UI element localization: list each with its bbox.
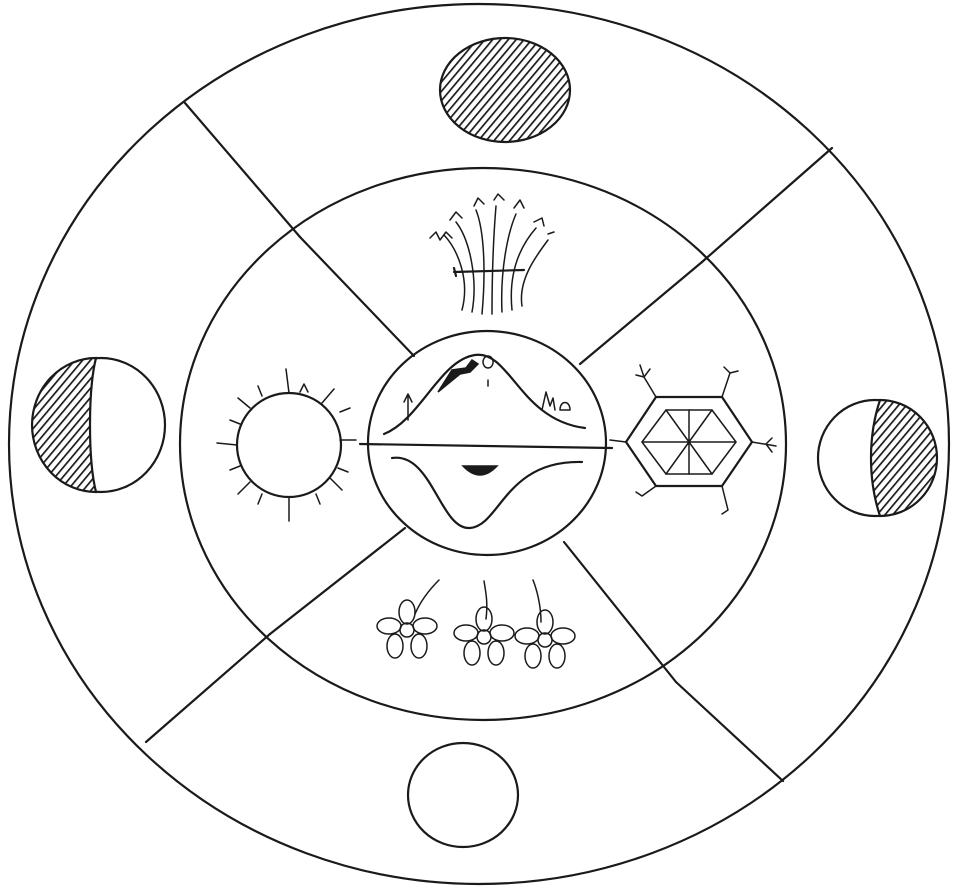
last-quarter-moon-icon bbox=[818, 400, 937, 516]
first-quarter-moon-icon bbox=[32, 358, 165, 492]
animal-icon bbox=[542, 392, 555, 410]
arrow-up-icon bbox=[404, 394, 412, 420]
sun-icon bbox=[217, 369, 356, 521]
center-disc bbox=[360, 331, 612, 555]
wheat-sheaf-icon bbox=[430, 194, 554, 314]
small-figure-icon bbox=[560, 403, 570, 411]
half-sun-icon bbox=[463, 466, 497, 475]
full-moon-icon bbox=[408, 743, 518, 847]
tree-icon bbox=[483, 356, 493, 386]
flowers-icon bbox=[377, 580, 575, 668]
new-moon-icon bbox=[440, 38, 570, 142]
snowflake-icon bbox=[610, 365, 776, 514]
